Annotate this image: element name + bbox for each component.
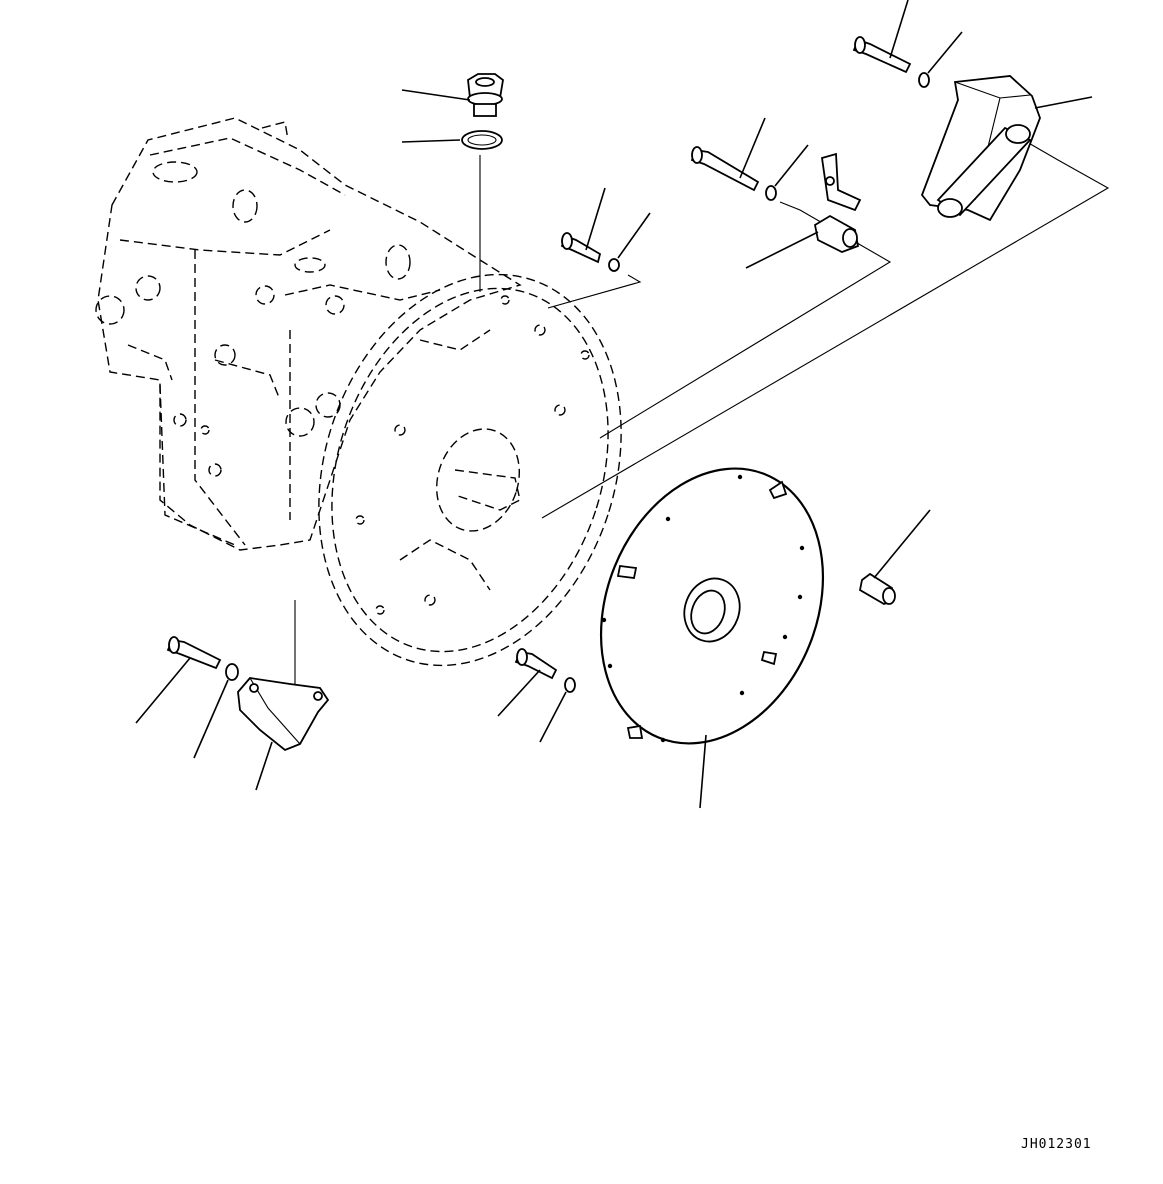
bracket-small	[745, 152, 862, 269]
pin	[858, 509, 931, 605]
drawing-code: JH012301	[1021, 1137, 1092, 1152]
cover-lower	[237, 677, 330, 791]
damper-plate	[599, 467, 825, 809]
hydraulic-pump-assembly	[95, 117, 522, 551]
bracket-top-right	[920, 75, 1093, 222]
bolts-and-washers	[135, 0, 963, 759]
o-ring	[401, 130, 503, 150]
plug	[401, 73, 504, 117]
